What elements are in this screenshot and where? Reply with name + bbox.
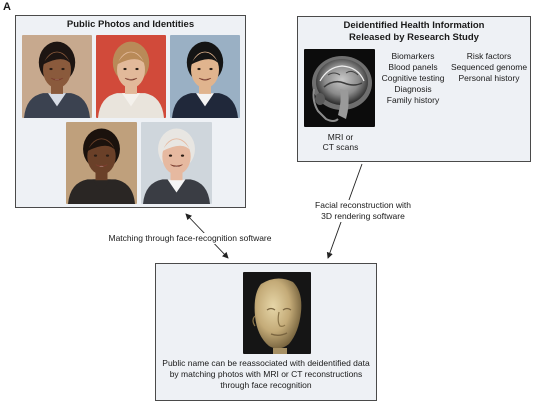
3d-face-render	[243, 272, 311, 354]
list-col1-item: Blood panels	[388, 62, 438, 72]
result-line3: through face recognition	[220, 380, 312, 390]
result-line1: Public name can be reassociated with dei…	[162, 358, 370, 368]
photo-man-3	[141, 122, 212, 204]
face-recognition-label: Matching through face-recognition softwa…	[88, 233, 292, 244]
list-col2-item: Risk factors	[466, 51, 512, 61]
list-col2-item: Sequenced genome	[450, 62, 528, 72]
reconstruction-label-line1: Facial reconstruction with	[304, 200, 422, 211]
panel-letter: A	[3, 1, 11, 13]
result-box: Public name can be reassociated with dei…	[155, 263, 377, 401]
list-col1-item: Biomarkers	[391, 51, 435, 61]
reconstruction-label-line2: 3D rendering software	[310, 211, 416, 222]
scan-caption-line1: MRI or	[327, 132, 354, 142]
health-info-box: Deidentified Health Information Released…	[297, 16, 531, 162]
photo-woman-1	[96, 35, 166, 118]
list-col2-item: Personal history	[458, 73, 520, 83]
health-info-title-line1: Deidentified Health Information	[343, 20, 485, 31]
photo-man-2	[170, 35, 240, 118]
health-info-title-line2: Released by Research Study	[349, 32, 479, 43]
public-photos-title: Public Photos and Identities	[66, 19, 195, 30]
photo-man-1	[22, 35, 92, 118]
list-col1-item: Diagnosis	[394, 84, 432, 94]
list-col1-item: Cognitive testing	[381, 73, 445, 83]
public-photos-box: Public Photos and Identities	[15, 15, 246, 208]
photo-woman-2	[66, 122, 137, 204]
list-col1-item: Family history	[386, 95, 440, 105]
mri-scan-image	[304, 49, 375, 127]
scan-caption-line2: CT scans	[322, 142, 359, 152]
result-line2: by matching photos with MRI or CT recons…	[169, 369, 363, 379]
